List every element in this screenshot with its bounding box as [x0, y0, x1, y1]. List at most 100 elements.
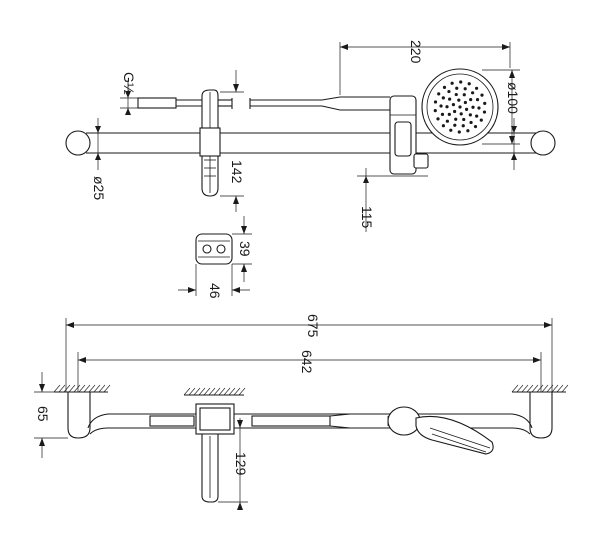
dim-65-label: 65 [35, 406, 51, 422]
hatch-line [541, 384, 549, 393]
nozzle-dot [468, 113, 472, 117]
dim-thread-label: G½ [121, 72, 137, 95]
hatch-line [188, 387, 196, 396]
hatch-line [53, 384, 61, 393]
nozzle-dot [471, 91, 475, 95]
hatch-line [511, 384, 519, 393]
nozzle-dot [483, 101, 487, 105]
dim-220-label: 220 [408, 40, 424, 64]
hatch-line [208, 387, 216, 396]
nozzle-dot [477, 106, 481, 110]
nozzle-dot [454, 92, 458, 97]
nozzle-dot [437, 92, 441, 96]
dim-46-label: 46 [207, 283, 223, 299]
dim-129-label: 129 [233, 452, 249, 476]
nozzle-dot [467, 82, 471, 86]
hatch-line [556, 384, 564, 393]
hatch-line [521, 384, 529, 393]
dim-115-label: 115 [359, 206, 375, 229]
hatch-line [233, 387, 241, 396]
nozzle-dot [482, 110, 487, 114]
hatch-line [551, 384, 559, 393]
nozzle-dot [445, 119, 449, 123]
nozzle-dot [439, 104, 443, 108]
hatch-line [531, 384, 539, 393]
hatch-line [98, 384, 106, 393]
hatch-line [213, 387, 221, 396]
nozzle-dot [440, 112, 445, 116]
nozzle-dot [464, 107, 469, 111]
hatch-line [68, 384, 76, 393]
dim-thread: G½ [120, 72, 138, 115]
nozzle-dot [448, 97, 452, 101]
nozzle-dot [451, 103, 456, 107]
top-view: G½ 220 ø100 ø25 [65, 40, 556, 232]
nozzle-dot [433, 109, 437, 113]
hatch-line [73, 384, 81, 393]
nozzle-dot [450, 81, 454, 85]
nozzle-dot [462, 93, 466, 97]
nozzle-dot [447, 89, 451, 94]
hatch-line [103, 384, 111, 393]
nozzle-dot [457, 98, 461, 102]
dim-642: 642 [77, 350, 542, 392]
dim-bar-diameter-right [511, 118, 517, 170]
dim-220: 220 [339, 40, 511, 95]
dim-675-label: 675 [305, 314, 321, 338]
nozzle-dot [459, 80, 463, 84]
nozzle-dot [461, 124, 465, 128]
nozzle-dot [466, 129, 470, 133]
nozzle-dot [441, 96, 445, 100]
nozzle-dot [453, 123, 457, 127]
front-view: 675 642 [34, 314, 569, 510]
shower-head-top [421, 68, 499, 146]
nozzle-dot [449, 128, 453, 132]
nozzle-dot [447, 112, 451, 117]
hatch-line [238, 387, 246, 396]
dim-142: 142 [220, 70, 245, 212]
nozzle-dot [454, 117, 458, 121]
dim-39-label: 39 [237, 241, 253, 257]
wall-mounts [67, 391, 553, 439]
dim-65: 65 [34, 372, 68, 458]
holder-block-detail: 39 46 [178, 216, 253, 299]
hatch-line [83, 384, 91, 393]
nozzle-dot [433, 100, 438, 104]
hatch-line [93, 384, 101, 393]
nozzle-dot [463, 100, 467, 105]
dim-bar-diameter-label: ø25 [91, 176, 107, 200]
hatch-line [561, 384, 569, 393]
nozzle-dot [475, 98, 480, 102]
dim-675: 675 [65, 314, 553, 392]
nozzle-dot [469, 120, 473, 125]
nozzle-dot [442, 85, 447, 89]
hatch-line [203, 387, 211, 396]
dim-bar-diameter: ø25 [90, 118, 107, 200]
nozzle-dot [455, 86, 459, 90]
dim-head-diameter-label: ø100 [505, 82, 521, 114]
hose-front [149, 413, 392, 429]
nozzle-dot [469, 97, 473, 102]
nozzle-dot [475, 114, 479, 118]
hatch-line [546, 384, 554, 393]
nozzle-dot [457, 130, 461, 134]
hatch-line [193, 387, 201, 396]
hose-bracket-front [195, 403, 235, 503]
nozzle-dot [463, 87, 467, 91]
nozzle-dot [471, 105, 475, 109]
shower-head-front [387, 406, 494, 455]
slider-top [389, 95, 429, 175]
hatch-line [526, 384, 534, 393]
nozzle-dot [475, 86, 479, 90]
hatch-line [223, 387, 231, 396]
wall-hatch [53, 384, 569, 396]
nozzle-dot [459, 112, 463, 116]
dim-129: 129 [218, 418, 249, 510]
hatch-line [63, 384, 71, 393]
hatch-line [58, 384, 66, 393]
hatch-line [218, 387, 226, 396]
hose-bracket-top [199, 89, 221, 197]
hatch-line [183, 387, 191, 396]
nozzle-dot [445, 105, 449, 109]
